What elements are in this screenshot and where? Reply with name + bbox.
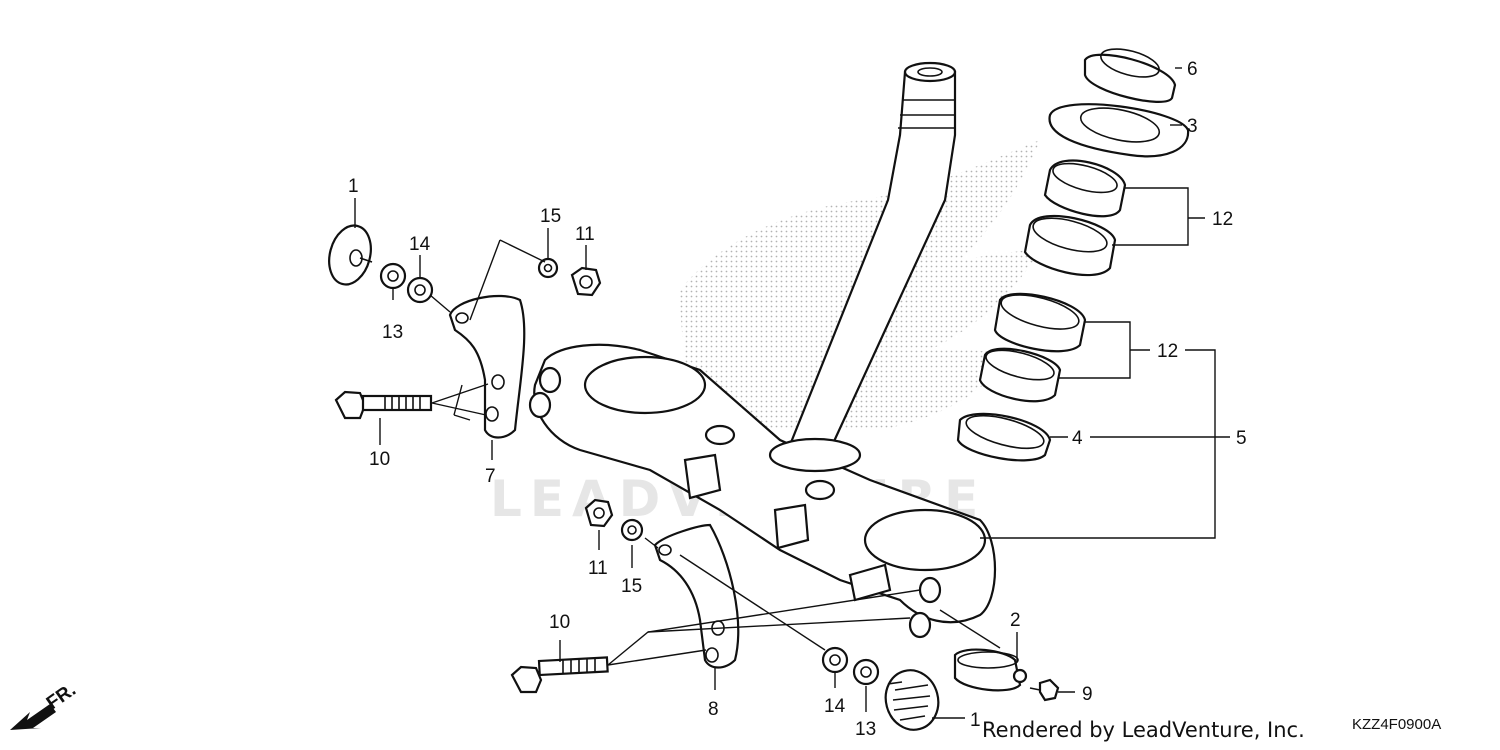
front-arrow-icon <box>10 704 56 730</box>
washer-15-top <box>537 257 559 279</box>
callout-15-bottom: 15 <box>621 576 642 597</box>
callout-14-bottom: 14 <box>824 696 846 717</box>
upper-steering-bearing <box>1023 159 1127 277</box>
callout-12-bottom: 12 <box>1157 341 1178 362</box>
callout-10-bottom: 10 <box>549 612 570 633</box>
bolt-10-bottom <box>510 656 609 694</box>
callout-11-bottom: 11 <box>588 558 608 579</box>
bolt-10-top <box>334 390 433 420</box>
callout-7: 7 <box>485 466 496 487</box>
collar-13-bottom <box>852 658 880 686</box>
callout-13-bottom: 13 <box>855 719 876 740</box>
callout-15-top: 15 <box>540 206 561 227</box>
lower-bracket <box>528 343 996 639</box>
leader-lines <box>354 67 1230 719</box>
callout-2: 2 <box>1010 610 1021 631</box>
callout-5: 5 <box>1236 428 1247 449</box>
right-bracket-8 <box>653 523 740 669</box>
washer-14-bottom <box>821 646 849 674</box>
callout-12-top: 12 <box>1212 209 1233 230</box>
nut-11-top <box>570 266 602 297</box>
collar-13-top <box>379 262 407 290</box>
callout-4: 4 <box>1072 428 1083 449</box>
nut-11-bottom <box>584 498 614 528</box>
washer-14-top <box>406 276 434 304</box>
washer-15-bottom <box>620 518 644 542</box>
bearing-dust-seal <box>1048 103 1190 158</box>
left-bracket-7 <box>448 294 526 439</box>
screw-9 <box>1029 678 1060 702</box>
callout-13-top: 13 <box>382 322 403 343</box>
steering-stem-nut <box>1083 48 1177 103</box>
callout-10-top: 10 <box>369 449 390 470</box>
callout-11-top: 11 <box>575 224 595 245</box>
reflector-top <box>328 224 373 286</box>
callout-9: 9 <box>1082 684 1093 705</box>
clamp-2 <box>953 648 1028 692</box>
callout-8: 8 <box>708 699 719 720</box>
callout-1-bottom: 1 <box>970 710 981 731</box>
callout-6: 6 <box>1187 59 1198 80</box>
lower-steering-bearing <box>978 292 1087 403</box>
diagram-code: KZZ4F0900A <box>1352 716 1442 733</box>
callout-labels: 1 14 13 15 11 10 7 6 3 12 12 4 5 11 15 1… <box>348 59 1247 740</box>
callout-1-top: 1 <box>348 176 359 197</box>
lower-dust-seal <box>956 412 1052 462</box>
callout-14-top: 14 <box>409 234 431 255</box>
callout-3: 3 <box>1187 116 1198 137</box>
front-direction-marker: FR. <box>10 679 80 730</box>
render-credit: Rendered by LeadVenture, Inc. <box>982 718 1305 742</box>
reflector-bottom <box>884 669 940 731</box>
